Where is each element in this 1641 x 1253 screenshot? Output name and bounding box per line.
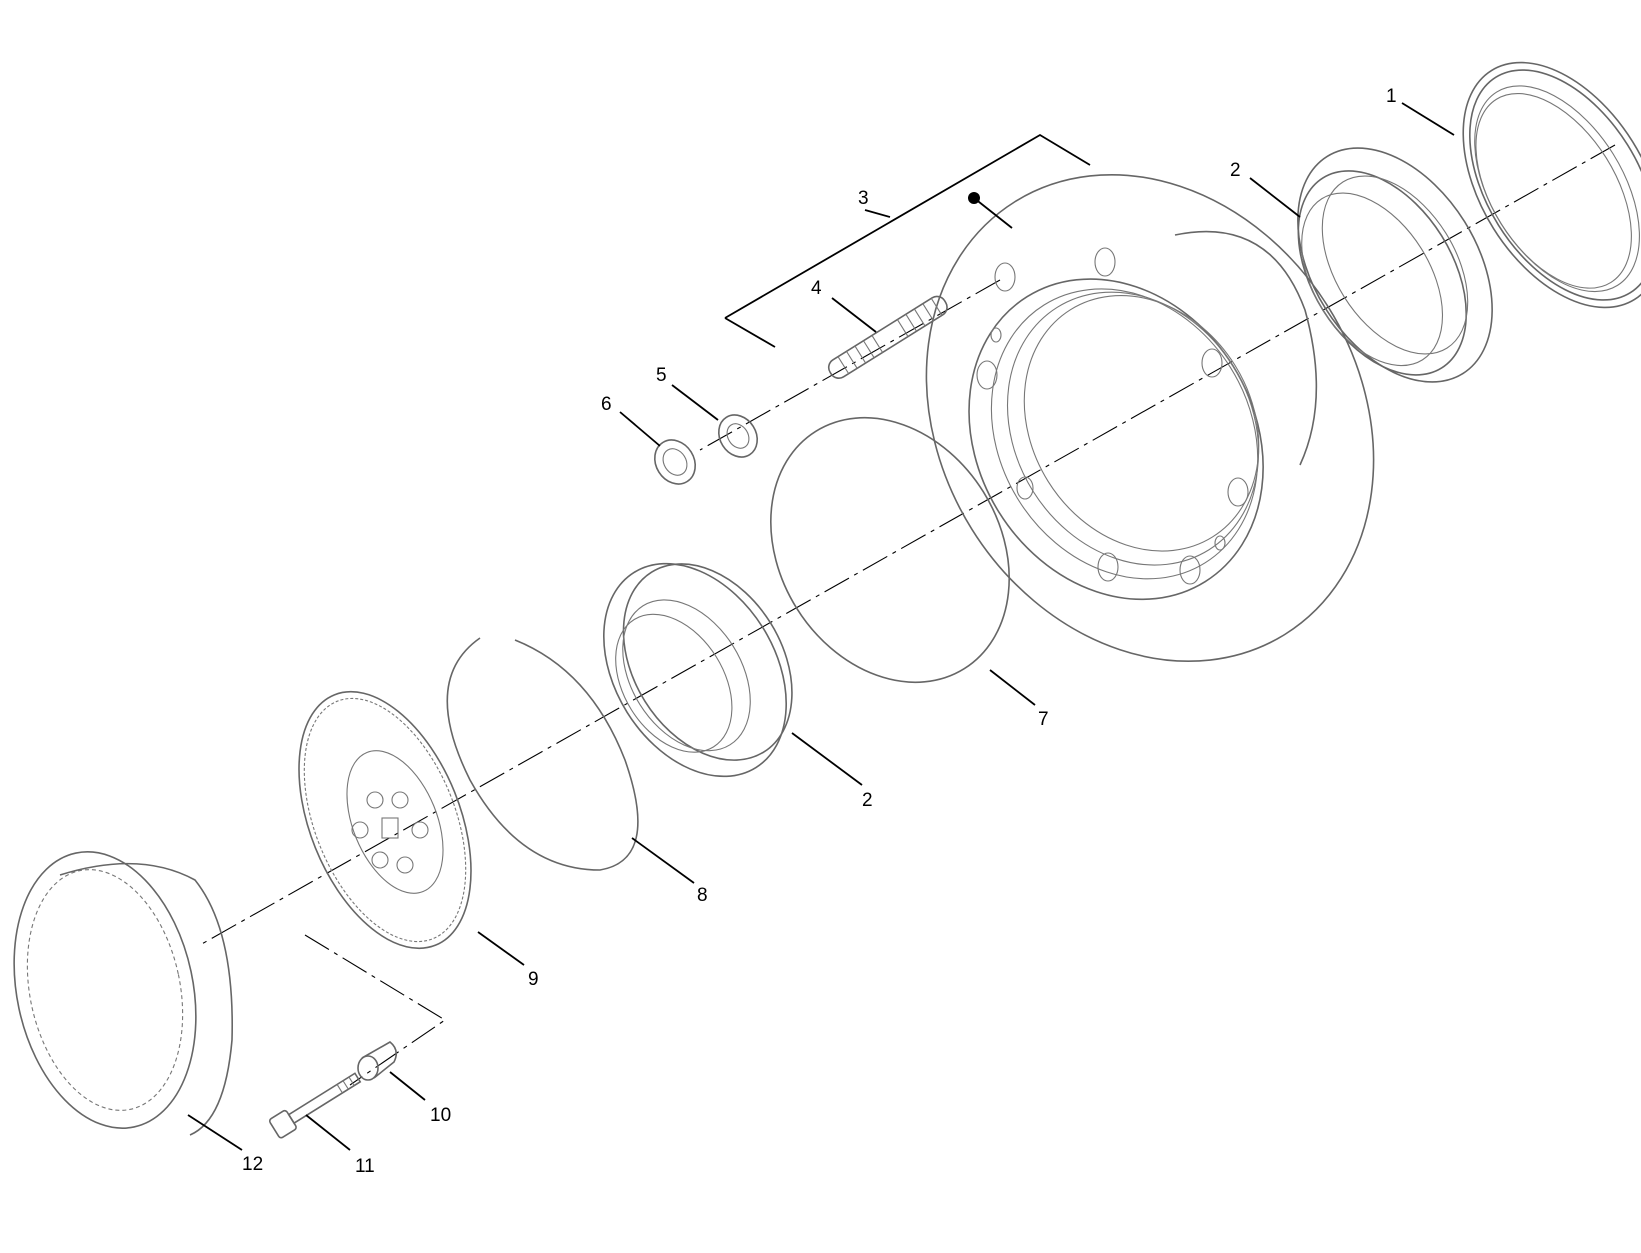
assembly-dot-leader <box>973 197 1013 229</box>
callout-11: 11 <box>355 1156 375 1177</box>
callout-2-top: 2 <box>1230 160 1241 181</box>
bolt-axis <box>304 934 447 1086</box>
callout-4: 4 <box>811 278 822 299</box>
callout-2-bottom: 2 <box>862 790 873 811</box>
nut-part <box>653 439 697 485</box>
callout-9: 9 <box>528 969 539 990</box>
callout-7-leader <box>989 669 1036 706</box>
callout-7: 7 <box>1038 709 1049 730</box>
center-axis <box>199 144 1616 946</box>
assembly-bracket-end <box>724 317 776 348</box>
bearing-top-part <box>1297 147 1493 383</box>
assembly-bracket <box>724 133 1091 319</box>
callout-8: 8 <box>697 885 708 906</box>
snap-ring-part <box>446 637 639 871</box>
callout-6-leader <box>619 411 661 447</box>
sleeve-part <box>357 1041 398 1081</box>
callout-2-bottom-leader <box>791 732 863 786</box>
callout-10-leader <box>389 1071 426 1101</box>
hub-part <box>925 173 1375 663</box>
seal-part <box>1462 61 1641 309</box>
callout-9-leader <box>477 931 525 966</box>
callout-8-leader <box>631 837 695 884</box>
callout-12-leader <box>187 1114 243 1151</box>
carrier-gear-part <box>298 690 472 950</box>
callout-1: 1 <box>1386 86 1397 107</box>
callout-6: 6 <box>601 394 612 415</box>
callout-5: 5 <box>656 365 667 386</box>
bearing-bottom-part <box>603 562 793 778</box>
ring-gear-part <box>13 851 234 1136</box>
callout-3-leader <box>864 209 891 218</box>
callout-4-leader <box>831 297 877 333</box>
stud-part <box>827 295 948 379</box>
o-ring-part <box>770 416 1010 684</box>
callout-10: 10 <box>430 1105 451 1126</box>
callout-11-leader <box>305 1114 351 1151</box>
callout-2-top-leader <box>1249 177 1301 218</box>
callout-5-leader <box>671 384 719 421</box>
callout-3: 3 <box>858 188 869 209</box>
callout-1-leader <box>1401 102 1455 136</box>
washer-part <box>717 414 759 458</box>
bolt-part <box>268 1072 362 1139</box>
callout-12: 12 <box>242 1154 263 1175</box>
